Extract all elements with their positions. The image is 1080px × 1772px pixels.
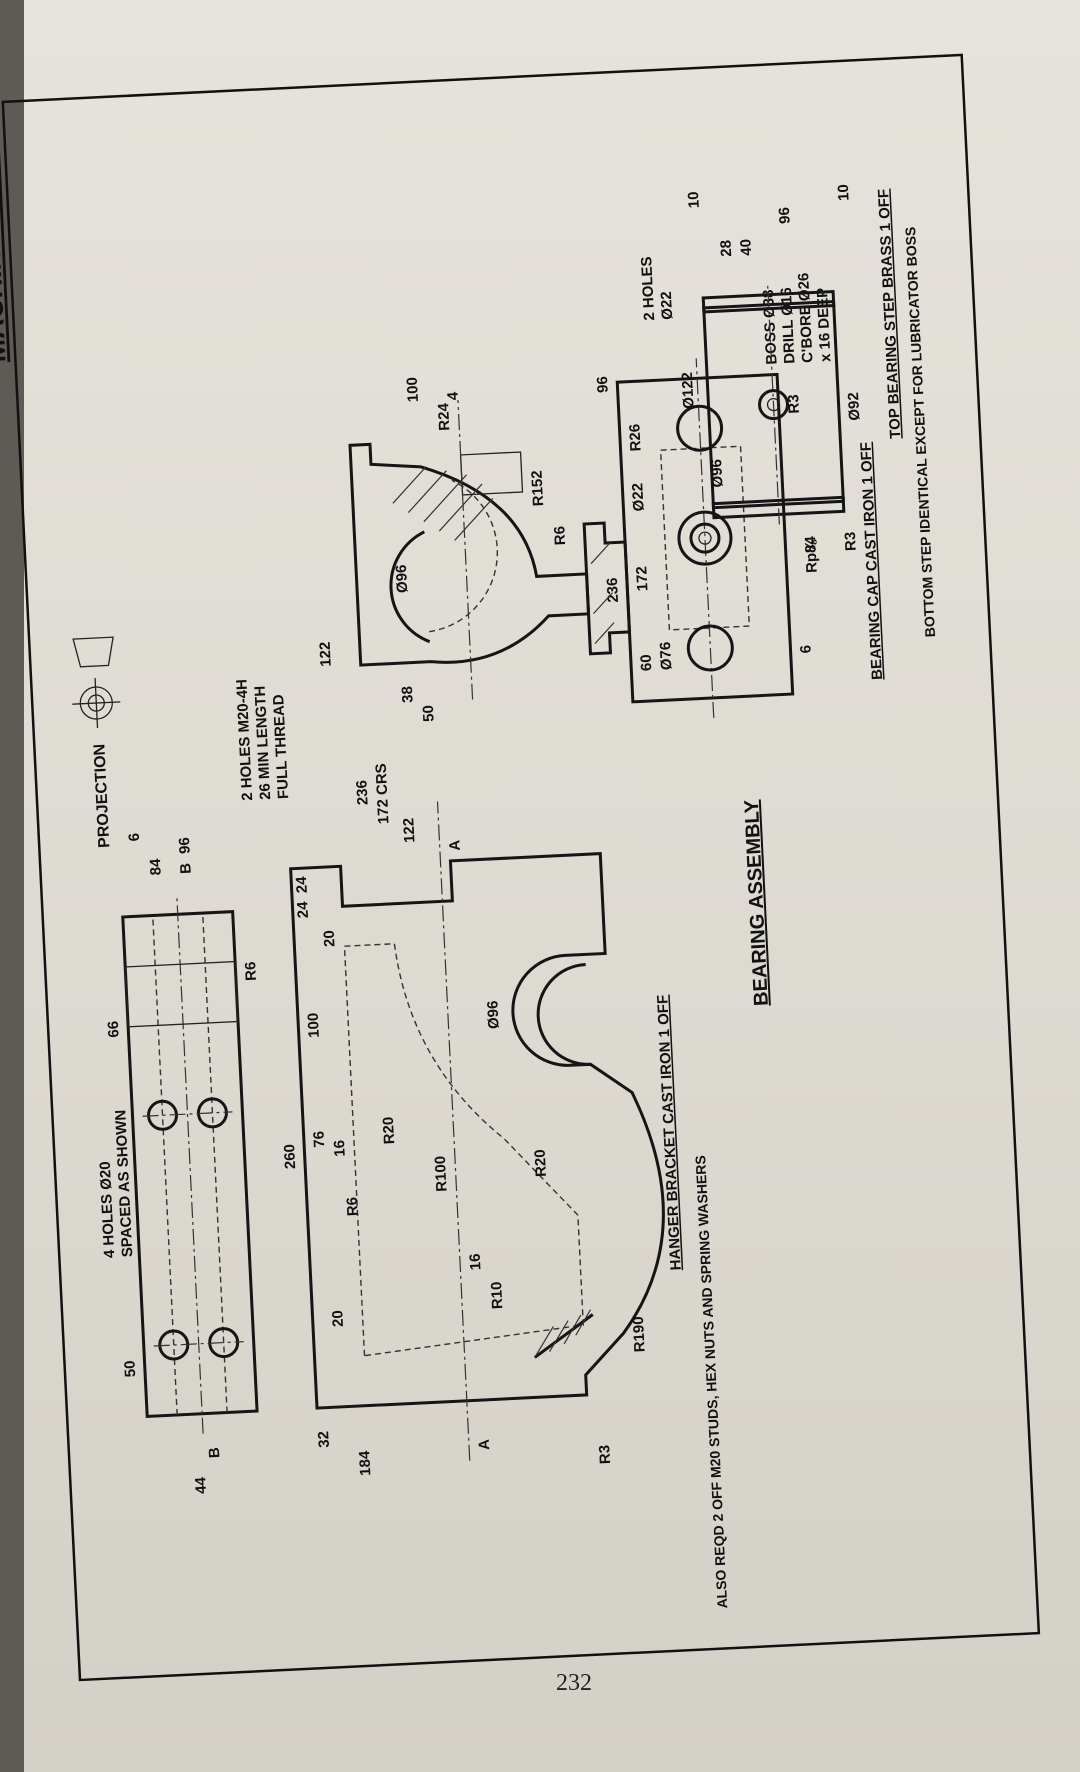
svg-text:172: 172 — [633, 566, 651, 592]
bolt-hole-icon — [142, 1097, 244, 1361]
svg-text:Ø76: Ø76 — [657, 641, 675, 670]
svg-text:Rp⅛: Rp⅛ — [802, 539, 821, 574]
svg-text:R6: R6 — [242, 961, 260, 981]
svg-text:Ø22: Ø22 — [629, 483, 647, 512]
svg-text:Ø96: Ø96 — [484, 1000, 502, 1029]
bearing-assembly-title: BEARING ASSEMBLY — [741, 799, 773, 1007]
svg-text:B: B — [206, 1447, 224, 1459]
svg-text:20: 20 — [321, 930, 339, 947]
bearing-step-side-view: Ø22 Ø76 60 — [582, 483, 675, 672]
bearing-step-note: BOTTOM STEP IDENTICAL EXCEPT FOR LUBRICA… — [902, 226, 938, 637]
svg-text:24: 24 — [294, 900, 312, 918]
svg-text:R152: R152 — [528, 470, 547, 507]
hanger-bracket-title: HANGER BRACKET CAST IRON 1 OFF — [654, 994, 684, 1270]
svg-text:2 HOLES M20-4H: 2 HOLES M20-4H — [233, 679, 256, 801]
svg-text:84: 84 — [147, 858, 165, 876]
svg-text:Ø96: Ø96 — [393, 564, 411, 593]
svg-text:260: 260 — [281, 1144, 299, 1170]
bearing-cap-front-view: 100 R24 R6 R152 Ø96 122 38 50 4 — [317, 377, 591, 722]
svg-text:R3: R3 — [785, 394, 803, 414]
svg-text:184: 184 — [356, 1450, 374, 1476]
svg-text:FULL THREAD: FULL THREAD — [270, 694, 292, 800]
bearing-cap-title: BEARING CAP CAST IRON 1 OFF — [857, 442, 886, 681]
svg-text:16: 16 — [331, 1140, 349, 1157]
svg-text:6: 6 — [126, 833, 143, 842]
svg-text:R100: R100 — [432, 1155, 451, 1192]
svg-text:PROJECTION: PROJECTION — [91, 743, 113, 848]
svg-text:16: 16 — [467, 1253, 485, 1270]
svg-text:R3: R3 — [596, 1444, 614, 1464]
svg-text:100: 100 — [305, 1012, 323, 1038]
svg-text:R24: R24 — [435, 402, 453, 431]
svg-text:96: 96 — [776, 207, 794, 224]
lubricator-boss-icon — [677, 510, 733, 566]
bearing-step-front-view: Ø122 Ø96 Ø92 10 10 28 40 96 R3 Rp⅛ — [679, 184, 864, 574]
svg-text:B: B — [177, 862, 195, 874]
hanger-bracket-front-view: 184 32 260 76 16 100 20 20 24 24 236 172… — [233, 679, 665, 1476]
svg-text:50: 50 — [420, 705, 438, 722]
svg-text:10: 10 — [685, 191, 703, 208]
svg-text:C'BORE Ø26: C'BORE Ø26 — [795, 272, 816, 363]
svg-text:R6: R6 — [551, 526, 569, 546]
svg-text:R3: R3 — [842, 531, 860, 551]
svg-text:20: 20 — [329, 1310, 347, 1327]
svg-text:A: A — [446, 839, 464, 851]
svg-text:Ø96: Ø96 — [708, 459, 726, 488]
svg-text:R190: R190 — [630, 1316, 649, 1353]
svg-text:4 HOLES Ø20: 4 HOLES Ø20 — [97, 1161, 119, 1258]
hanger-bracket-plan-view: 4 HOLES Ø20 SPACED AS SHOWN 44 50 66 96 … — [97, 833, 260, 1495]
svg-text:66: 66 — [105, 1020, 123, 1037]
svg-text:6: 6 — [797, 645, 814, 654]
sheet-border — [1, 53, 1041, 1682]
svg-text:122: 122 — [317, 641, 335, 667]
svg-text:R10: R10 — [488, 1281, 506, 1309]
bearing-cap-plan-view: 236 172 96 R26 R3 84 6 2 HOLES Ø22 BOSS … — [594, 256, 835, 718]
svg-text:2 HOLES: 2 HOLES — [638, 256, 658, 321]
svg-text:32: 32 — [315, 1431, 333, 1448]
svg-text:236: 236 — [353, 780, 371, 806]
svg-text:R26: R26 — [626, 423, 644, 451]
svg-text:Ø92: Ø92 — [845, 392, 863, 421]
svg-text:Ø122: Ø122 — [679, 372, 698, 409]
svg-text:R20: R20 — [380, 1116, 398, 1144]
svg-text:96: 96 — [594, 376, 612, 393]
svg-text:122: 122 — [400, 817, 418, 843]
svg-text:24: 24 — [293, 875, 311, 893]
svg-text:44: 44 — [192, 1476, 210, 1494]
svg-text:Ø22: Ø22 — [658, 291, 676, 320]
svg-text:60: 60 — [638, 654, 656, 671]
svg-text:40: 40 — [737, 239, 755, 256]
svg-text:10: 10 — [835, 184, 853, 201]
svg-text:100: 100 — [404, 377, 422, 403]
bearing-step-title: TOP BEARING STEP BRASS 1 OFF — [875, 188, 904, 439]
svg-text:R20: R20 — [532, 1149, 550, 1177]
svg-text:84: 84 — [802, 535, 820, 553]
book-page — [24, 0, 1080, 1772]
hanger-bracket-note: ALSO REQD 2 OFF M20 STUDS, HEX NUTS AND … — [692, 1155, 730, 1609]
bolt-hole-icon — [676, 404, 734, 672]
svg-text:26 MIN LENGTH: 26 MIN LENGTH — [252, 685, 275, 800]
oil-hole-icon — [758, 389, 790, 421]
svg-text:38: 38 — [399, 686, 417, 703]
svg-text:172 CRS: 172 CRS — [373, 763, 393, 825]
page-number: 232 — [556, 1670, 592, 1696]
svg-text:A: A — [476, 1439, 494, 1451]
svg-text:50: 50 — [121, 1360, 139, 1377]
svg-text:4: 4 — [444, 391, 461, 401]
svg-text:x 16 DEEP: x 16 DEEP — [814, 287, 835, 362]
svg-text:96: 96 — [176, 837, 194, 854]
svg-text:28: 28 — [717, 240, 735, 257]
projection-symbol: PROJECTION — [72, 636, 121, 848]
svg-text:R6: R6 — [344, 1197, 362, 1217]
svg-text:76: 76 — [310, 1131, 328, 1148]
